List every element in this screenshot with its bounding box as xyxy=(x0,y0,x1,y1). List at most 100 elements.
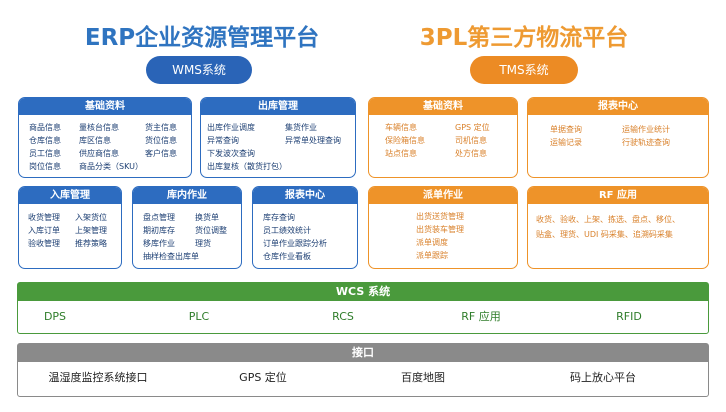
module-item: 上架管理 xyxy=(75,226,107,235)
module-item: 派单跟踪 xyxy=(416,251,448,260)
column: 车辆信息 保险箱信息 站点信息 xyxy=(385,122,425,159)
module-item: 出货送货管理 xyxy=(416,212,464,221)
module-item: 出库作业调度 xyxy=(207,123,255,132)
module-item: 盘点管理 xyxy=(143,213,175,222)
module-item: 量核台信息 xyxy=(79,123,119,132)
interface-item: GPS 定位 xyxy=(239,371,287,384)
tpl-basic-data-module: 基础资料 车辆信息 保险箱信息 站点信息 GPS 定位 司机信息 处方信息 xyxy=(368,97,518,178)
module-header: 派单作业 xyxy=(369,187,517,204)
column: 单据查询 运输记录 xyxy=(550,124,582,148)
interface-item: 百度地图 xyxy=(401,371,445,384)
module-item: 站点信息 xyxy=(385,149,417,158)
module-item: 司机信息 xyxy=(455,136,487,145)
module-header: 入库管理 xyxy=(19,187,121,204)
module-item: 贴盒、理货、UDI 码采集、追溯码采集 xyxy=(536,230,673,239)
module-footer: 抽样检查出库单 xyxy=(143,251,199,262)
erp-inbound-module: 入库管理 收货管理 入库订单 验收管理 入架货位 上架管理 推荐策略 xyxy=(18,186,122,269)
module-item: 货位调整 xyxy=(195,226,227,235)
module-header: 基础资料 xyxy=(19,98,191,115)
erp-platform-title: ERP企业资源管理平台 xyxy=(84,25,320,51)
interface-bar: 接口 温湿度监控系统接口 GPS 定位 百度地图 码上放心平台 xyxy=(17,343,709,397)
module-item: 出库复核（散货打包） xyxy=(207,162,287,171)
item-list: 收货、验收、上架、拣选、盘点、移位、 贴盒、理货、UDI 码采集、追溯码采集 xyxy=(536,212,680,242)
column: 盘点管理 期初库存 移库作业 xyxy=(143,212,175,249)
tpl-report-module: 报表中心 单据查询 运输记录 运输作业统计 行驶轨迹查询 xyxy=(527,97,709,178)
module-item: 员工绩效统计 xyxy=(263,226,311,235)
wcs-items: DPS PLC RCS RF 应用 RFID xyxy=(18,301,708,331)
column: 入架货位 上架管理 推荐策略 xyxy=(75,212,107,249)
column: 量核台信息 库区信息 供应商信息 商品分类（SKU） xyxy=(79,122,143,172)
column: 商品信息 仓库信息 员工信息 岗位信息 xyxy=(29,122,61,172)
module-header: RF 应用 xyxy=(528,187,708,204)
module-header: 基础资料 xyxy=(369,98,517,115)
module-item: 商品分类（SKU） xyxy=(79,162,143,171)
item-grid: 出库作业调度 集货作业 异常查询 异常单处理查询 下发波次查询 出库复核（散货打… xyxy=(207,122,341,172)
module-item: 订单作业跟踪分析 xyxy=(263,239,327,248)
column: GPS 定位 司机信息 处方信息 xyxy=(455,122,490,159)
wcs-item: RCS xyxy=(332,309,354,323)
module-header: 出库管理 xyxy=(201,98,355,115)
column: 货主信息 货位信息 客户信息 xyxy=(145,122,177,159)
tms-system-badge: TMS系统 xyxy=(470,56,578,84)
interface-items: 温湿度监控系统接口 GPS 定位 百度地图 码上放心平台 xyxy=(18,362,708,392)
module-item: 下发波次查询 xyxy=(207,149,255,158)
module-item: 仓库作业看板 xyxy=(263,252,311,261)
module-header: 报表中心 xyxy=(528,98,708,115)
item-list: 出货送货管理 出货装车管理 派单调度 派单跟踪 xyxy=(416,210,464,262)
module-item: 入架货位 xyxy=(75,213,107,222)
module-item: 处方信息 xyxy=(455,149,487,158)
module-item: 理货 xyxy=(195,239,211,248)
wcs-item: PLC xyxy=(188,309,210,323)
wms-system-badge: WMS系统 xyxy=(146,56,252,84)
module-item: 车辆信息 xyxy=(385,123,417,132)
module-item: 库存查询 xyxy=(263,213,295,222)
module-item: 换货单 xyxy=(195,213,219,222)
module-item: 异常查询 xyxy=(207,136,239,145)
column: 收货管理 入库订单 验收管理 xyxy=(28,212,60,249)
module-item: 集货作业 xyxy=(285,123,317,132)
interface-item: 码上放心平台 xyxy=(570,371,636,384)
module-item: 推荐策略 xyxy=(75,239,107,248)
erp-outbound-module: 出库管理 出库作业调度 集货作业 异常查询 异常单处理查询 下发波次查询 出库复… xyxy=(200,97,356,178)
tpl-dispatch-module: 派单作业 出货送货管理 出货装车管理 派单调度 派单跟踪 xyxy=(368,186,518,269)
module-item: 货位信息 xyxy=(145,136,177,145)
module-item: 派单调度 xyxy=(416,238,448,247)
module-item: GPS 定位 xyxy=(455,123,490,132)
module-item: 移库作业 xyxy=(143,239,175,248)
erp-report-module: 报表中心 库存查询 员工绩效统计 订单作业跟踪分析 仓库作业看板 xyxy=(252,186,358,269)
module-item: 客户信息 xyxy=(145,149,177,158)
module-item: 供应商信息 xyxy=(79,149,119,158)
wcs-item: DPS xyxy=(43,309,67,323)
wcs-header: WCS 系统 xyxy=(18,283,708,301)
module-item: 仓库信息 xyxy=(29,136,61,145)
module-item: 异常单处理查询 xyxy=(285,136,341,145)
module-item: 期初库存 xyxy=(143,226,175,235)
module-item: 商品信息 xyxy=(29,123,61,132)
interface-header: 接口 xyxy=(18,344,708,362)
module-item: 行驶轨迹查询 xyxy=(622,138,670,147)
module-header: 库内作业 xyxy=(133,187,241,204)
module-item: 货主信息 xyxy=(145,123,177,132)
column: 换货单 货位调整 理货 xyxy=(195,212,227,249)
module-item: 保险箱信息 xyxy=(385,136,425,145)
module-item: 验收管理 xyxy=(28,239,60,248)
module-item: 岗位信息 xyxy=(29,162,61,171)
module-item: 库区信息 xyxy=(79,136,111,145)
module-item: 员工信息 xyxy=(29,149,61,158)
wcs-system-bar: WCS 系统 DPS PLC RCS RF 应用 RFID xyxy=(17,282,709,334)
module-item: 运输作业统计 xyxy=(622,125,670,134)
module-item: 收货、验收、上架、拣选、盘点、移位、 xyxy=(536,215,680,224)
interface-item: 温湿度监控系统接口 xyxy=(48,371,148,384)
tpl-rf-module: RF 应用 收货、验收、上架、拣选、盘点、移位、 贴盒、理货、UDI 码采集、追… xyxy=(527,186,709,269)
module-item: 收货管理 xyxy=(28,213,60,222)
column: 库存查询 员工绩效统计 订单作业跟踪分析 仓库作业看板 xyxy=(263,212,327,262)
wcs-item: RFID xyxy=(616,309,642,323)
module-item: 运输记录 xyxy=(550,138,582,147)
column: 运输作业统计 行驶轨迹查询 xyxy=(622,124,670,148)
module-item: 抽样检查出库单 xyxy=(143,252,199,261)
wcs-item: RF 应用 xyxy=(461,310,501,323)
3pl-platform-title: 3PL第三方物流平台 xyxy=(419,25,629,51)
module-header: 报表中心 xyxy=(253,187,357,204)
erp-basic-data-module: 基础资料 商品信息 仓库信息 员工信息 岗位信息 量核台信息 库区信息 供应商信… xyxy=(18,97,192,178)
erp-warehouse-ops-module: 库内作业 盘点管理 期初库存 移库作业 换货单 货位调整 理货 抽样检查出库单 xyxy=(132,186,242,269)
